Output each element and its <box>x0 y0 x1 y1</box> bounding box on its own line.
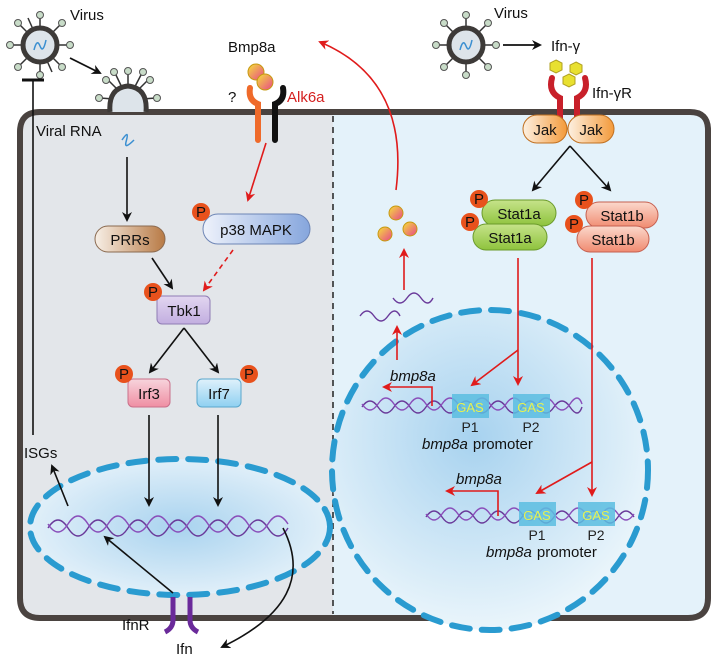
gas-label-p2-1: GAS <box>517 400 545 415</box>
stat1a-bottom-label: Stat1a <box>488 230 532 247</box>
ifn-gamma-label: Ifn-γ <box>551 38 581 55</box>
svg-text:P: P <box>569 216 579 233</box>
prrs-label: PRRs <box>110 232 149 249</box>
svg-text:P: P <box>148 284 158 301</box>
jak-left-node <box>522 114 568 144</box>
transcription-start-arrow-1 <box>382 382 433 406</box>
irf3-node <box>127 378 171 408</box>
alk6a-label: Alk6a <box>287 89 325 106</box>
tbk1-node <box>156 295 211 325</box>
p1-label-2: P1 <box>528 527 545 543</box>
stat1a-to-p1-arrow-1 <box>470 349 519 387</box>
bmp8a-label: Bmp8a <box>228 39 276 56</box>
transcription-start-arrow-2 <box>445 486 499 516</box>
irf3-label: Irf3 <box>138 386 160 403</box>
alk6a-receptor-icon <box>272 85 287 143</box>
stat1a-bottom-node <box>472 223 548 251</box>
phospho-icon-stat1a-top: P <box>470 190 488 208</box>
phospho-icon-p38: P <box>192 203 210 221</box>
stat1b-top-label: Stat1b <box>600 208 643 225</box>
svg-text:P: P <box>579 192 589 209</box>
stat1a-top-label: Stat1a <box>497 206 541 223</box>
viral-rna-label: Viral RNA <box>36 123 102 140</box>
ifnr-receptor-icon <box>163 597 200 635</box>
virus-label-right: Virus <box>494 5 528 22</box>
orange-receptor-icon <box>246 85 261 143</box>
gas-box-p1-1 <box>452 394 489 418</box>
svg-text:P: P <box>465 214 475 231</box>
gene-label-2: bmp8a <box>456 471 502 488</box>
jak-to-stat1b-arrow <box>569 145 612 192</box>
ifnr-to-dna-arrow <box>103 535 174 594</box>
prrs-to-tbk1-arrow <box>151 257 174 290</box>
gas-label-p1-1: GAS <box>456 400 484 415</box>
virus-icon-right <box>432 11 500 79</box>
tbk1-to-irf7-arrow <box>183 327 220 374</box>
viral-rna-icon <box>121 133 135 147</box>
dna-to-isgs-arrow <box>50 464 69 507</box>
p38-mapk-label: p38 MAPK <box>220 222 292 239</box>
gas-box-p2-2 <box>578 502 615 526</box>
ifn-gamma-r-label: Ifn-γR <box>592 85 632 102</box>
bmp8a-ligand-icon <box>247 63 274 91</box>
gas-box-p2-1 <box>513 394 550 418</box>
phospho-icon-stat1a-bottom: P <box>461 213 479 231</box>
ifn-label: Ifn <box>176 641 193 658</box>
p2-label-1: P2 <box>522 419 539 435</box>
p2-label-2: P2 <box>587 527 604 543</box>
alk6a-to-p38-arrow <box>245 142 267 202</box>
ifnr-label: IfnR <box>122 617 150 634</box>
ifn-gamma-receptor-icon <box>548 75 589 121</box>
p38-mapk-node <box>202 213 311 245</box>
gas-label-p2-2: GAS <box>582 508 610 523</box>
p1-label-1: P1 <box>461 419 478 435</box>
budding-virus-icon <box>95 67 161 113</box>
virus-icon-left <box>6 11 74 79</box>
jak-right-label: Jak <box>579 122 603 139</box>
stat1b-bottom-label: Stat1b <box>591 232 634 249</box>
stat1b-bottom-node <box>576 225 650 253</box>
virus-label-left: Virus <box>70 7 104 24</box>
dna-to-ifn-arrow <box>220 527 294 649</box>
jak-to-stat1a-arrow <box>531 145 571 192</box>
phospho-icon-stat1b-bottom: P <box>565 215 583 233</box>
gene-label-1: bmp8a <box>390 368 436 385</box>
unknown-receptor-label: ? <box>228 89 236 106</box>
mrna-icon <box>359 292 434 322</box>
bmp8a-secretion-arrow <box>318 40 399 191</box>
phospho-icon-irf7: P <box>240 365 258 383</box>
svg-text:P: P <box>196 204 206 221</box>
irf7-label: Irf7 <box>208 386 230 403</box>
isgs-label: ISGs <box>24 445 57 462</box>
svg-text:P: P <box>244 366 254 383</box>
nucleus-right <box>329 307 651 633</box>
phospho-icon-tbk1: P <box>144 283 162 301</box>
dna-left-icon <box>47 515 289 537</box>
virus-entry-arrow <box>69 57 102 74</box>
irf7-node <box>196 378 242 408</box>
gas-box-p1-2 <box>519 502 556 526</box>
svg-text:P: P <box>474 191 484 208</box>
phospho-icon-irf3: P <box>115 365 133 383</box>
stat1b-to-p1-arrow-2 <box>535 461 593 494</box>
phospho-icon-stat1b-top: P <box>575 191 593 209</box>
jak-right-node <box>567 114 615 144</box>
secreted-bmp8a-icon <box>377 205 418 242</box>
tbk1-label: Tbk1 <box>167 303 200 320</box>
svg-text:P: P <box>119 366 129 383</box>
prrs-node <box>94 225 166 253</box>
gas-label-p1-2: GAS <box>523 508 551 523</box>
nucleus-left <box>27 456 333 598</box>
tbk1-to-irf3-arrow <box>148 327 185 374</box>
ifn-gamma-ligand-icon <box>549 59 583 88</box>
jak-left-label: Jak <box>533 122 557 139</box>
